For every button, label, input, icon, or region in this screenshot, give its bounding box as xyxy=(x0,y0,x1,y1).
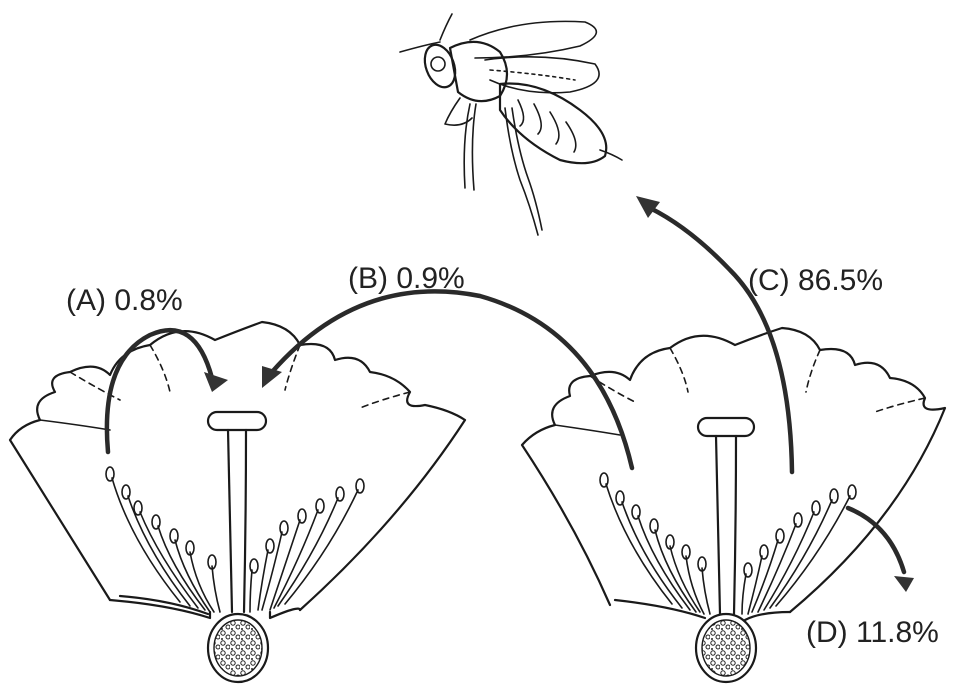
flower-icon xyxy=(10,322,465,682)
arrow-c xyxy=(636,196,792,472)
label-pathway-b: (B) 0.9% xyxy=(348,262,465,295)
label-pathway-a: (A) 0.8% xyxy=(66,284,183,317)
label-pathway-d: (D) 11.8% xyxy=(806,616,939,649)
arrow-a xyxy=(107,330,228,452)
label-pathway-c: (C) 86.5% xyxy=(748,264,883,297)
bee-icon xyxy=(400,14,622,235)
arrow-d xyxy=(848,508,914,592)
